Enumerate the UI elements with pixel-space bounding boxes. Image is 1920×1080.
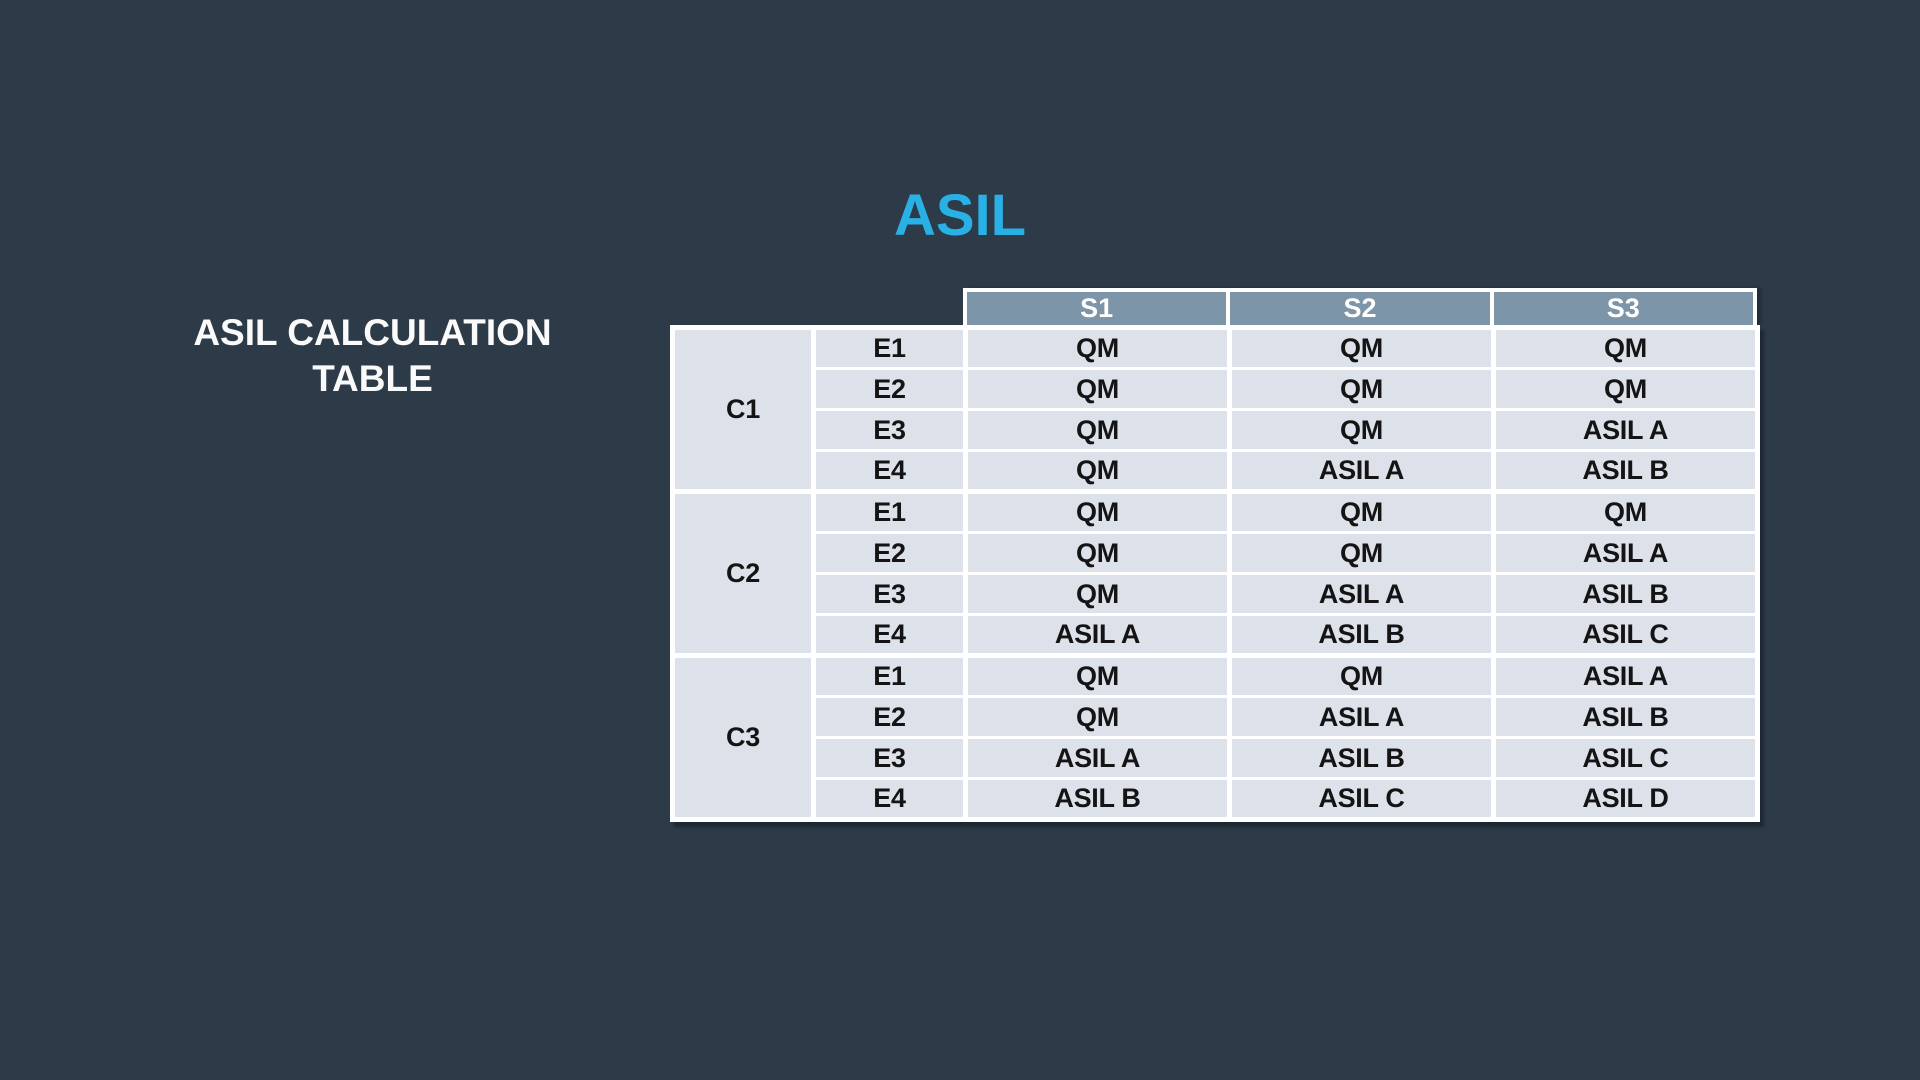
table-row: E2 QM ASIL A ASIL B (673, 695, 1760, 739)
controllability-cell-c2: C2 (670, 489, 816, 657)
severity-header-row: S1 S2 S3 (963, 288, 1757, 325)
asil-cell: QM (1491, 367, 1760, 411)
table-row: C2 E1 QM QM QM (670, 489, 1760, 657)
asil-cell: ASIL B (1227, 613, 1496, 657)
table-caption: ASIL CALCULATION TABLE (120, 310, 625, 402)
asil-cell: QM (1227, 653, 1496, 698)
asil-cell: QM (963, 449, 1232, 493)
asil-cell: QM (1491, 325, 1760, 370)
exposure-cell: E3 (811, 572, 968, 616)
asil-cell: QM (963, 653, 1232, 698)
asil-cell: ASIL B (1491, 695, 1760, 739)
asil-cell: ASIL A (1227, 695, 1496, 739)
table-row: E2 QM QM QM (673, 367, 1760, 411)
asil-cell: ASIL C (1227, 777, 1496, 821)
table-row: E3 QM ASIL A ASIL B (673, 572, 1760, 616)
asil-cell: QM (963, 531, 1232, 575)
asil-cell: QM (963, 489, 1232, 534)
asil-cell: ASIL A (1491, 653, 1760, 698)
exposure-cell: E4 (811, 449, 968, 493)
asil-cell: QM (1227, 408, 1496, 452)
exposure-cell: E4 (811, 777, 968, 821)
asil-cell: QM (963, 325, 1232, 370)
exposure-cell: E2 (811, 531, 968, 575)
asil-cell: ASIL A (1227, 572, 1496, 616)
exposure-cell: E3 (811, 408, 968, 452)
exposure-cell: E2 (811, 367, 968, 411)
asil-cell: ASIL C (1491, 736, 1760, 780)
exposure-cell: E1 (811, 325, 968, 370)
asil-cell: ASIL B (963, 777, 1232, 821)
table-row: E3 QM QM ASIL A (673, 408, 1760, 452)
asil-cell: QM (963, 408, 1232, 452)
exposure-cell: E4 (811, 613, 968, 657)
asil-matrix: C1 E1 QM QM QM E2 QM QM QM E3 QM QM ASIL… (670, 325, 1760, 822)
controllability-cell-c3: C3 (670, 653, 816, 821)
asil-cell: ASIL A (963, 613, 1232, 657)
asil-calculation-table: S1 S2 S3 C1 E1 QM QM QM E2 QM Q (670, 288, 1760, 822)
asil-cell: ASIL D (1491, 777, 1760, 821)
asil-cell: ASIL B (1491, 449, 1760, 493)
exposure-cell: E3 (811, 736, 968, 780)
controllability-cell-c1: C1 (670, 325, 816, 493)
asil-cell: QM (963, 572, 1232, 616)
exposure-cell: E1 (811, 489, 968, 534)
severity-header-s3: S3 (1493, 292, 1753, 325)
asil-cell: QM (963, 367, 1232, 411)
table-row: E4 ASIL A ASIL B ASIL C (673, 613, 1760, 657)
exposure-cell: E2 (811, 695, 968, 739)
table-caption-line2: TABLE (312, 358, 433, 399)
table-row: C3 E1 QM QM ASIL A (670, 653, 1760, 821)
table-row: E2 QM QM ASIL A (673, 531, 1760, 575)
table-row: E4 ASIL B ASIL C ASIL D (673, 777, 1760, 821)
severity-header-s2: S2 (1230, 292, 1490, 325)
page-title: ASIL (893, 183, 1027, 248)
severity-header-s1: S1 (967, 292, 1227, 325)
asil-cell: QM (1227, 489, 1496, 534)
exposure-cell: E1 (811, 653, 968, 698)
asil-cell: QM (1227, 531, 1496, 575)
asil-cell: QM (963, 695, 1232, 739)
table-row: E3 ASIL A ASIL B ASIL C (673, 736, 1760, 780)
table-row: C1 E1 QM QM QM (670, 325, 1760, 493)
asil-cell: ASIL B (1227, 736, 1496, 780)
asil-cell: ASIL A (1227, 449, 1496, 493)
asil-cell: QM (1227, 367, 1496, 411)
table-row: E4 QM ASIL A ASIL B (673, 449, 1760, 493)
asil-cell: QM (1491, 489, 1760, 534)
asil-cell: ASIL C (1491, 613, 1760, 657)
asil-cell: QM (1227, 325, 1496, 370)
asil-cell: ASIL B (1491, 572, 1760, 616)
asil-cell: ASIL A (963, 736, 1232, 780)
asil-cell: ASIL A (1491, 531, 1760, 575)
table-caption-line1: ASIL CALCULATION (193, 312, 552, 353)
asil-cell: ASIL A (1491, 408, 1760, 452)
